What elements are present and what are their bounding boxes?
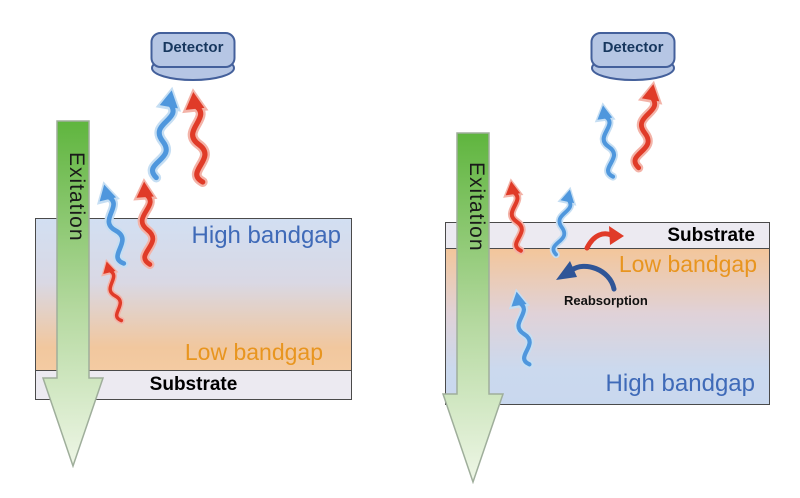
excitation-label-left: Exitation xyxy=(65,152,88,242)
detector-label-right: Detector xyxy=(602,39,664,56)
sample-stack-right: Substrate Low bandgap High bandgap Reabs… xyxy=(445,222,770,405)
red-emission-wave-to-detector-left xyxy=(175,86,221,187)
red-emission-wave-to-detector-right xyxy=(620,78,671,175)
high-bandgap-label-left: High bandgap xyxy=(191,222,341,249)
reabsorption-arrow-icon xyxy=(556,261,617,292)
substrate-label-left: Substrate xyxy=(149,374,238,395)
low-bandgap-label-right: Low bandgap xyxy=(618,251,757,277)
excitation-arrow-left xyxy=(42,120,104,468)
excitation-arrow-right xyxy=(442,132,504,484)
detector-icon-right xyxy=(590,32,676,81)
reabsorbed-photon-arrow xyxy=(584,226,624,251)
reabsorption-label: Reabsorption xyxy=(564,293,648,308)
red-emission-wave-surface-left xyxy=(127,177,167,269)
substrate-label-right: Substrate xyxy=(667,224,755,246)
low-bandgap-label-left: Low bandgap xyxy=(184,339,323,365)
blue-emission-wave-near-detector-right xyxy=(587,100,630,182)
detector-icon-left xyxy=(150,32,236,81)
detector-label-left: Detector xyxy=(162,39,224,56)
high-bandgap-label-right: High bandgap xyxy=(605,370,755,397)
excitation-label-right: Exitation xyxy=(465,162,488,252)
